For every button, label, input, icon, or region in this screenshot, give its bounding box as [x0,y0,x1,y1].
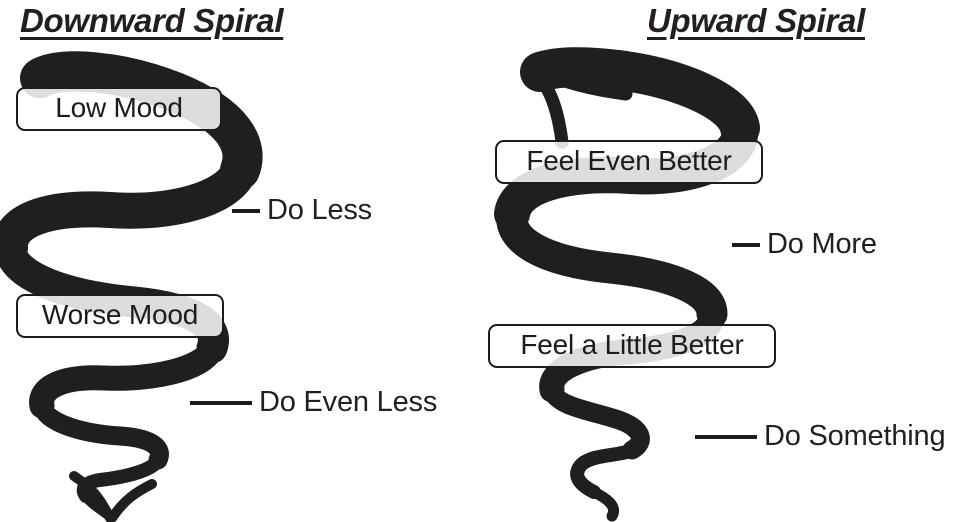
callout-feel-even-better: Feel Even Better [495,140,763,184]
leader-dash-icon [232,208,260,213]
upward-spiral-panel: Upward Spiral [488,0,980,522]
page-title-downward: Downward Spiral [20,2,284,39]
leader-do-more-label: Do More [767,228,877,260]
callout-worse-mood-label: Worse Mood [41,299,199,330]
page-title-upward: Upward Spiral [647,2,865,39]
leader-do-even-less-label: Do Even Less [259,386,438,418]
leader-do-more: Do More [732,230,877,259]
leader-do-less: Do Less [232,196,372,225]
callout-feel-a-little-better: Feel a Little Better [488,324,776,368]
leader-dash-icon [190,400,252,405]
leader-dash-icon [695,434,757,439]
leader-do-something: Do Something [695,420,946,452]
callout-feel-a-little-better-label: Feel a Little Better [520,329,744,360]
leader-do-even-less: Do Even Less [190,388,437,417]
callout-feel-even-better-label: Feel Even Better [526,145,732,176]
callout-low-mood: Low Mood [16,87,222,131]
callout-worse-mood: Worse Mood [16,294,224,338]
leader-do-something-label: Do Something [764,420,946,452]
downward-spiral-panel: Downward Spiral [0,2,437,522]
downward-spiral-graphic [0,51,263,522]
callout-low-mood-label: Low Mood [55,92,183,123]
leader-dash-icon [732,242,760,247]
leader-do-less-label: Do Less [267,194,372,226]
